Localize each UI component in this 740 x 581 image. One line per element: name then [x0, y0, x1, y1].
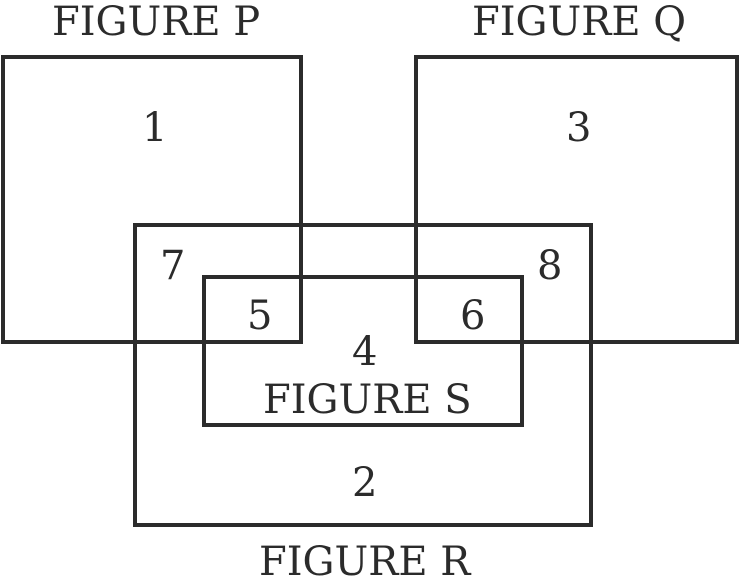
- figure-q-box: [414, 55, 739, 344]
- figure-s-box: [202, 275, 524, 427]
- region-5: 5: [247, 293, 273, 339]
- region-2: 2: [352, 460, 378, 506]
- region-8: 8: [537, 243, 563, 289]
- region-6: 6: [460, 293, 486, 339]
- figure-q-label: FIGURE Q: [472, 0, 687, 45]
- figure-r-box: [133, 223, 593, 527]
- region-3: 3: [566, 105, 592, 151]
- figure-r-label: FIGURE R: [259, 539, 471, 581]
- figure-p-label: FIGURE P: [52, 0, 261, 45]
- region-1: 1: [142, 105, 168, 151]
- region-4: 4: [352, 329, 378, 375]
- region-7: 7: [160, 243, 186, 289]
- figure-p-box: [1, 55, 303, 344]
- figure-s-label: FIGURE S: [263, 377, 472, 423]
